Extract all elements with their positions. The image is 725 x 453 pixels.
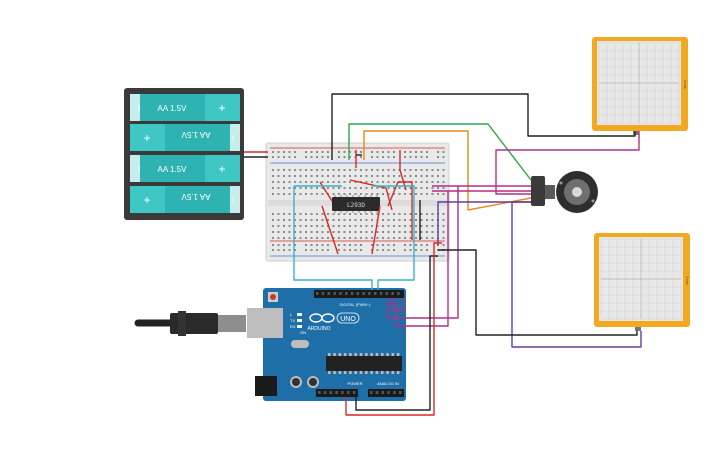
wire-red-jumper[interactable]	[387, 181, 413, 240]
wire-red-jumper[interactable]	[349, 179, 393, 211]
minus-sign: I	[138, 104, 140, 113]
minus-sign: I	[232, 196, 234, 205]
plus-sign: +	[218, 101, 225, 115]
battery-cell-3: I AA 1.5V +	[130, 155, 240, 182]
arduino-logo: ARDUINO UNO	[307, 312, 360, 332]
arduino-uno[interactable]: DIGITAL (PWM~) ARDUINO UNO L TX RX ON PO…	[134, 288, 406, 401]
on-led-label: ON	[300, 330, 306, 335]
battery-pack[interactable]: I AA 1.5V + + AA 1.5V I I AA 1.5V + +	[124, 88, 244, 220]
wire-encoder-green[interactable]	[348, 123, 532, 181]
cell-label: AA 1.5V	[181, 192, 211, 201]
cell-label: AA 1.5V	[158, 165, 188, 174]
power-label: POWER	[347, 381, 362, 386]
analog-header	[368, 389, 404, 397]
oscilloscope-screen	[598, 42, 680, 124]
wire-encoder-b[interactable]	[395, 191, 449, 327]
usb-port	[247, 308, 283, 338]
model-label: UNO	[340, 316, 356, 323]
minus-sign: I	[138, 165, 140, 174]
logo-text: ARDUINO	[307, 326, 330, 332]
usb-plug	[170, 313, 218, 334]
power-jack	[255, 376, 277, 396]
battery-cell-2: + AA 1.5V I	[130, 124, 240, 151]
wire-cyan-1[interactable]	[293, 186, 373, 290]
wire-scope1-probe[interactable]	[495, 131, 640, 182]
wire-arduino-5v[interactable]	[345, 242, 442, 416]
reset-button[interactable]	[270, 294, 276, 300]
minus-sign: I	[232, 134, 234, 143]
oscilloscope-1[interactable]: 1 ms	[592, 37, 688, 135]
chip-label: L293D	[347, 202, 365, 209]
wire-red-jumper[interactable]	[371, 205, 381, 255]
wire-purple-bb[interactable]	[437, 201, 531, 245]
battery-cell-4: + AA 1.5V I	[130, 186, 240, 213]
plus-sign: +	[143, 131, 150, 145]
wire-red-jumper[interactable]	[399, 150, 407, 191]
atmega-chip	[326, 356, 402, 371]
motor-driver-chip[interactable]: L293D	[332, 195, 380, 213]
cell-label: AA 1.5V	[181, 130, 211, 139]
encoder-connector	[531, 176, 545, 206]
crystal	[291, 340, 309, 348]
wire-encoder-a[interactable]	[387, 186, 459, 319]
cell-label: AA 1.5V	[158, 104, 188, 113]
battery-cell-1: I AA 1.5V +	[130, 94, 240, 121]
motor-shaft	[572, 187, 582, 197]
wire-red-jumper[interactable]	[319, 181, 333, 202]
wires	[244, 93, 642, 416]
arduino-board	[263, 288, 406, 401]
oscilloscope-2[interactable]: 1 ms	[594, 233, 690, 331]
plus-sign: +	[143, 193, 150, 207]
l-led-label: L	[290, 312, 293, 317]
wire-motor-orange[interactable]	[363, 130, 532, 211]
tx-label: TX	[290, 318, 295, 323]
wire-cyan-2[interactable]	[372, 185, 415, 290]
wire-red-jumper[interactable]	[321, 205, 339, 255]
time-scale-label: 1 ms	[683, 80, 688, 89]
analog-label: ANALOG IN	[377, 381, 399, 386]
wire-arduino-gnd[interactable]	[355, 255, 438, 411]
rx-label: RX	[290, 324, 296, 329]
wire-ground-scope1[interactable]	[331, 93, 636, 160]
oscilloscope-screen	[600, 238, 682, 320]
digital-label: DIGITAL (PWM~)	[340, 302, 372, 307]
plus-sign: +	[218, 162, 225, 176]
time-scale-label: 1 ms	[685, 276, 690, 285]
wire-ground-scope2[interactable]	[438, 249, 638, 336]
encoder-motor[interactable]	[531, 171, 598, 213]
